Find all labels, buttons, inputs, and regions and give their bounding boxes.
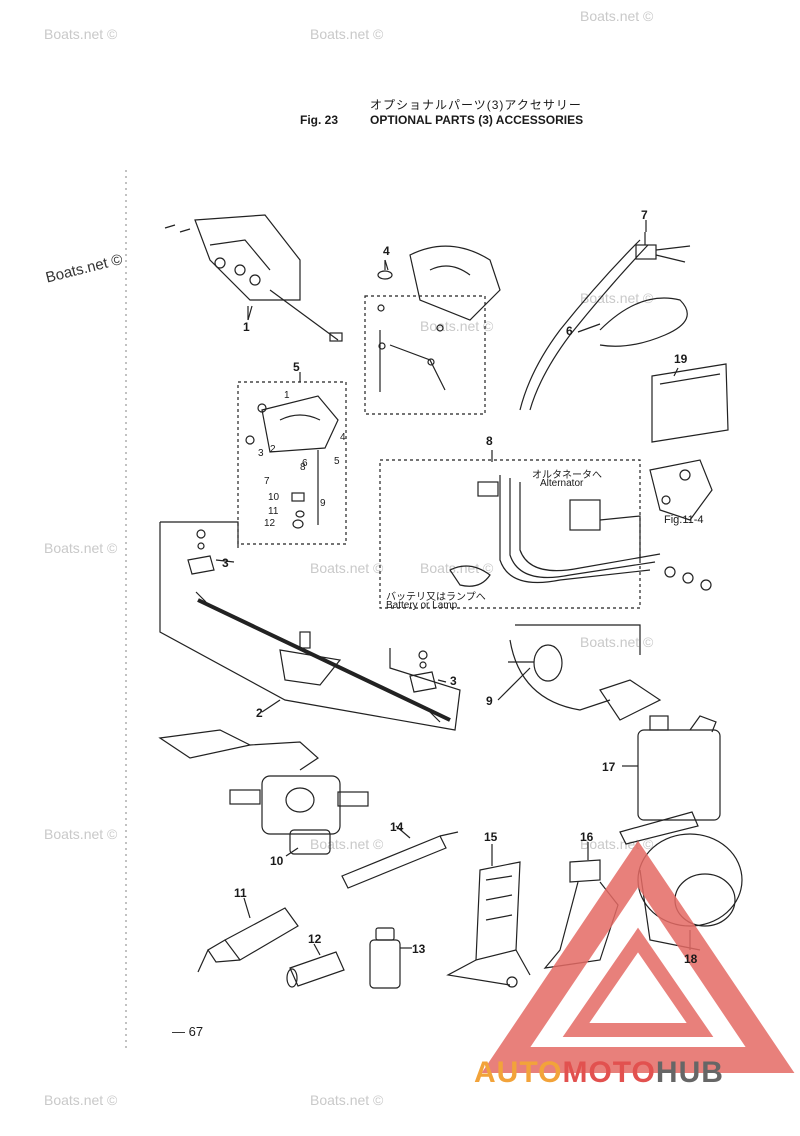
part-19-plate	[651, 363, 729, 443]
part-11-grease-tube	[197, 907, 299, 973]
watermark: Boats.net ©	[310, 26, 384, 42]
part-4-engine-bracket	[364, 245, 501, 415]
figure-reference: Fig.11-4	[664, 514, 704, 526]
watermark: Boats.net ©	[44, 26, 118, 42]
watermark: Boats.net ©	[44, 540, 118, 556]
callout-number: 11	[234, 886, 247, 900]
subpart-number: 6	[302, 458, 308, 469]
callout-number: 9	[486, 694, 493, 708]
part-14-rod	[341, 831, 459, 889]
callout-number: 19	[674, 352, 688, 366]
callout-number: 12	[308, 932, 322, 946]
callout-number: 15	[484, 830, 498, 844]
part-17-oil-can	[619, 715, 721, 845]
part-10-control-box	[158, 729, 369, 855]
brand-wordmark: AUTOMOTOHUB	[474, 1056, 724, 1090]
subpart-number: 4	[340, 432, 346, 443]
part-5-shift-assembly	[237, 381, 347, 545]
subpart-number: 8	[300, 462, 306, 473]
subpart-number: 5	[334, 456, 340, 467]
subpart-number: 12	[264, 518, 276, 529]
alternator-label-jp: オルタネータへ	[532, 470, 602, 481]
watermark: Boats.net ©	[580, 634, 654, 650]
watermark: Boats.net ©	[580, 8, 654, 24]
part-1-remote-bracket	[164, 214, 343, 342]
figure-number: Fig. 23	[300, 113, 339, 127]
brand-part: HUB	[655, 1056, 724, 1089]
watermark: Boats.net ©	[420, 560, 494, 576]
callout-number: 3	[222, 556, 229, 570]
callout-number: 8	[486, 434, 493, 448]
part-13-bottle	[369, 927, 401, 989]
callout-number: 18	[684, 952, 698, 966]
title-japanese: オプショナルパーツ(3)アクセサリー	[370, 98, 582, 112]
watermark: Boats.net ©	[580, 290, 654, 306]
callout-number: 10	[270, 854, 284, 868]
subpart-number: 3	[258, 448, 264, 459]
part-12-small-tube	[286, 951, 345, 988]
watermark: Boats.net ©	[310, 836, 384, 852]
watermark: Boats.net ©	[44, 826, 118, 842]
brand-logo-triangle	[481, 840, 795, 1073]
callout-number: 13	[412, 942, 426, 956]
subpart-number: 11	[268, 506, 279, 517]
callout-number: 7	[641, 208, 648, 222]
subpart-number: 10	[268, 492, 280, 503]
watermark: Boats.net ©	[44, 1092, 118, 1108]
alternator-label-en: Alternator	[540, 478, 584, 489]
callout-number: 3	[450, 674, 457, 688]
brand-part: MOTO	[562, 1056, 656, 1089]
battery-label-en: Battery or Lamp	[386, 600, 458, 611]
callout-number: 4	[383, 244, 390, 258]
part-6-7-cable	[519, 232, 691, 411]
callout-number: 6	[566, 324, 573, 338]
brand-part: AUTO	[474, 1056, 563, 1089]
callout-number: 5	[293, 360, 300, 374]
subpart-number: 2	[270, 444, 276, 455]
watermark: Boats.net ©	[310, 1092, 384, 1108]
callout-number: 17	[602, 760, 616, 774]
part-8-wiring-harness	[379, 459, 713, 609]
callout-number: 14	[390, 820, 404, 834]
callout-number: 16	[580, 830, 594, 844]
subpart-number: 1	[284, 390, 290, 401]
part-9-lower-unit	[508, 624, 662, 721]
watermark: Boats.net ©	[310, 560, 384, 576]
part-15-motor-stand	[446, 861, 531, 988]
part-2-link-assembly	[159, 521, 461, 731]
page-number: — 67	[172, 1024, 204, 1039]
subpart-number: 9	[320, 498, 326, 509]
callout-number: 1	[243, 320, 250, 334]
title-english: OPTIONAL PARTS (3) ACCESSORIES	[370, 113, 584, 127]
subpart-number: 7	[264, 476, 270, 487]
battery-label-jp: バッテリ又はランプへ	[386, 592, 486, 603]
callout-number: 2	[256, 706, 263, 720]
